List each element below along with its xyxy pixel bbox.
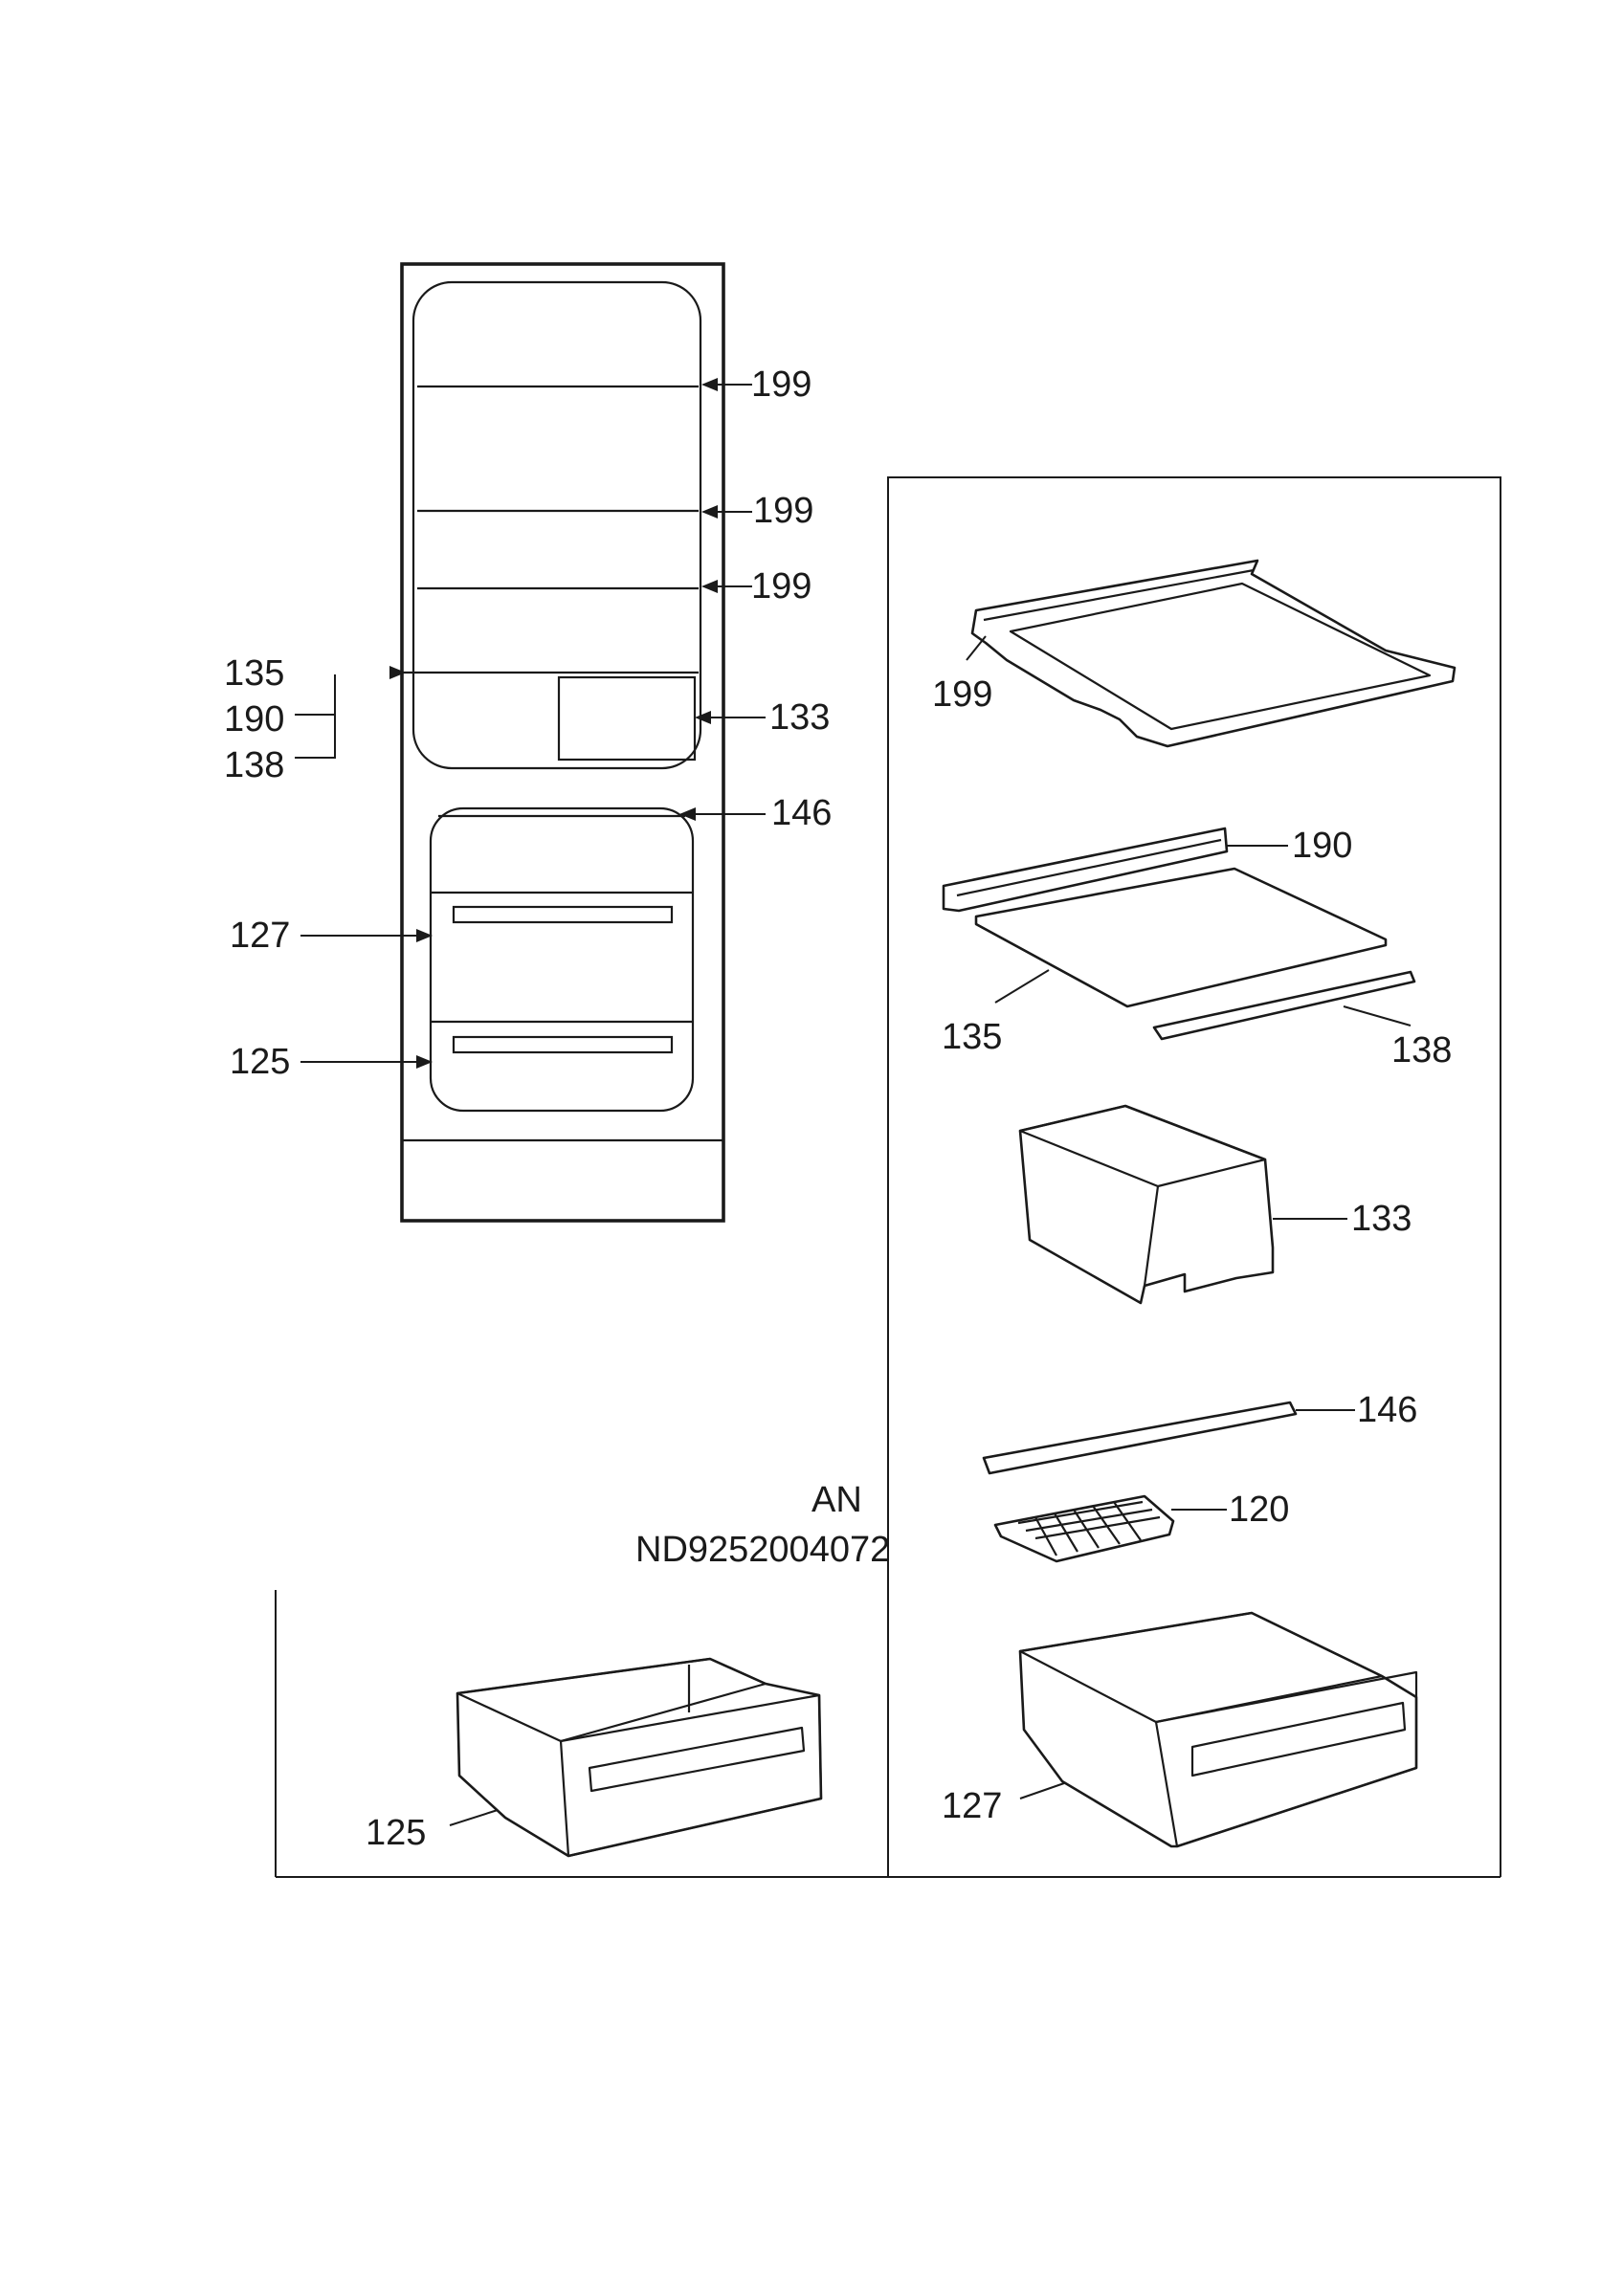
flap-strip [982,1401,1298,1475]
leader-138 [1343,1005,1412,1027]
rear-profile [942,827,1229,913]
crisper-front-edge [1143,1185,1160,1287]
callout-146: 146 [771,793,832,833]
part-146-strip: 146 [982,1390,1417,1475]
part-138-strip: 138 [1152,970,1452,1071]
drawer-front [559,1693,823,1858]
callout-146: 146 [1357,1390,1417,1430]
arrowhead [389,666,406,679]
glass-edge [975,923,1128,1007]
drawer-handle [588,1726,806,1793]
model-code: AN [812,1480,862,1520]
bracket-135-190-138 [295,674,336,759]
callout-190: 190 [224,699,284,740]
profile-groove [956,838,1222,897]
arrowhead [695,711,711,724]
document-number: ND9252004072 [635,1530,890,1570]
part-190-profile: 190 [942,826,1352,913]
crisper-box-outline [557,675,697,762]
callout-125: 125 [366,1813,426,1853]
callout-135: 135 [224,653,284,694]
arrowhead [416,1055,433,1069]
part-135-glass: 135 [942,867,1388,1057]
callout-199: 199 [751,364,812,405]
crisper-rim [1018,1104,1267,1188]
freezer-compartment [429,806,695,1113]
part-133-crisper: 133 [1018,1104,1412,1305]
drawer-handle-127 [452,905,674,924]
callout-199: 199 [751,566,812,607]
drawer-handle-125 [452,1035,674,1054]
part-120-ice-tray: 120 [993,1490,1289,1563]
drawer-rim [1018,1611,1384,1724]
arrowhead [701,378,718,391]
drawer-rim [456,1657,767,1743]
leader-135 [994,969,1050,1004]
arrowhead [416,929,433,942]
drawer-handle [1190,1701,1407,1777]
part-199-shelf: 199 [932,559,1456,748]
drawer-front [1154,1670,1418,1848]
callout-199: 199 [932,674,992,715]
callout-127: 127 [942,1786,1002,1826]
ice-tray-grid [1017,1500,1161,1556]
arrowhead [701,580,718,593]
shelf-glass [1009,582,1432,731]
front-strip [1152,970,1416,1041]
callout-138: 138 [224,745,284,785]
callout-133: 133 [769,697,830,738]
fridge-cabinet-outline [400,262,725,1223]
callout-125: 125 [230,1042,290,1082]
ice-tray [993,1494,1175,1563]
fridge-compartment [411,280,702,770]
leader-125 [449,1809,499,1826]
callout-133: 133 [1351,1199,1412,1239]
callout-135: 135 [942,1017,1002,1057]
shelf-rear-rim [983,568,1255,622]
part-125-drawer: 125 [366,1657,823,1858]
drawer-body [1018,1611,1418,1848]
callout-138: 138 [1391,1030,1452,1071]
leader-127 [1019,1782,1065,1799]
part-127-drawer: 127 [942,1611,1418,1848]
arrowhead [679,807,696,821]
callout-190: 190 [1292,826,1352,866]
callout-127: 127 [230,916,290,956]
callout-199: 199 [753,491,813,531]
shelf-frame [970,559,1456,748]
parts-frame [275,476,1501,1878]
leader-199 [966,635,987,661]
callout-120: 120 [1229,1490,1289,1530]
arrowhead [701,505,718,519]
fridge-overview: 199 199 199 133 146 135 190 138 127 125 [224,262,832,1223]
right-panel-frame [887,476,1501,1877]
